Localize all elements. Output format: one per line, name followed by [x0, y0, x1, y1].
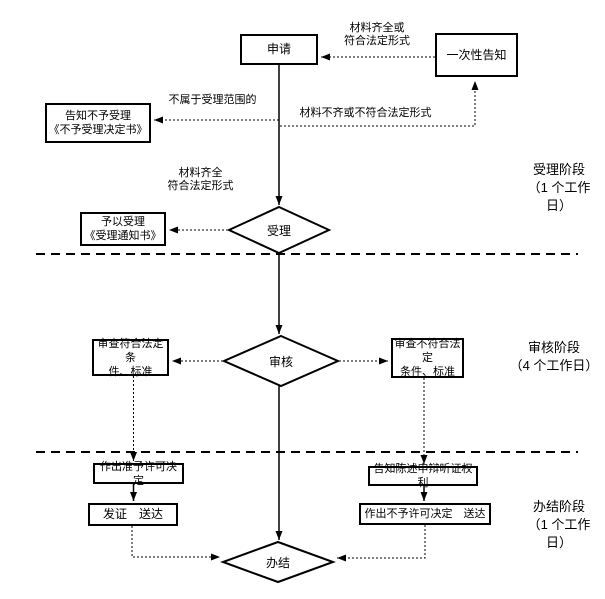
- label-incomplete-or-illegal: 材料不齐或不符合法定形式: [299, 107, 432, 119]
- complete-diamond: [220, 540, 336, 584]
- notify-rights-box: 告知陈述申辩听证权利: [368, 463, 478, 489]
- stage-label-accept: 受理阶段 （1 个工作 日）: [527, 162, 591, 213]
- deny-decision-box: 作出不予许可决定 送达: [359, 503, 491, 525]
- approve-decision-box: 作出准予许可决定: [93, 461, 184, 487]
- review-diamond: [221, 334, 341, 388]
- label-complete-or-legal: 材料齐全或 符合法定形式: [344, 22, 410, 47]
- reject-notice-box: 告知不予受理 《不予受理决定书》: [45, 103, 151, 143]
- edge-issue-to-complete: [131, 526, 220, 561]
- grant-accept-box: 予以受理 《受理通知书》: [80, 212, 166, 246]
- issue-deliver-box: 发证 送达: [88, 503, 178, 526]
- edge-deny-to-complete: [337, 525, 426, 562]
- one-time-notice-box: 一次性告知: [435, 33, 518, 77]
- edge-apply-to-notice: [280, 81, 479, 127]
- accept-diamond: [226, 205, 332, 255]
- review-pass-box: 审查符合法定条 件、标准: [92, 338, 169, 378]
- stage-label-review: 审核阶段 （4 个工作日）: [509, 340, 599, 373]
- stage-label-complete: 办结阶段 （1 个工作 日）: [527, 499, 591, 550]
- label-out-of-scope: 不属于受理范围的: [168, 94, 257, 106]
- label-complete-legal: 材料齐全 符合法定形式: [167, 167, 234, 192]
- apply-box: 申请: [240, 34, 318, 65]
- review-fail-box: 审查不符合法定 条件、标准: [391, 338, 464, 378]
